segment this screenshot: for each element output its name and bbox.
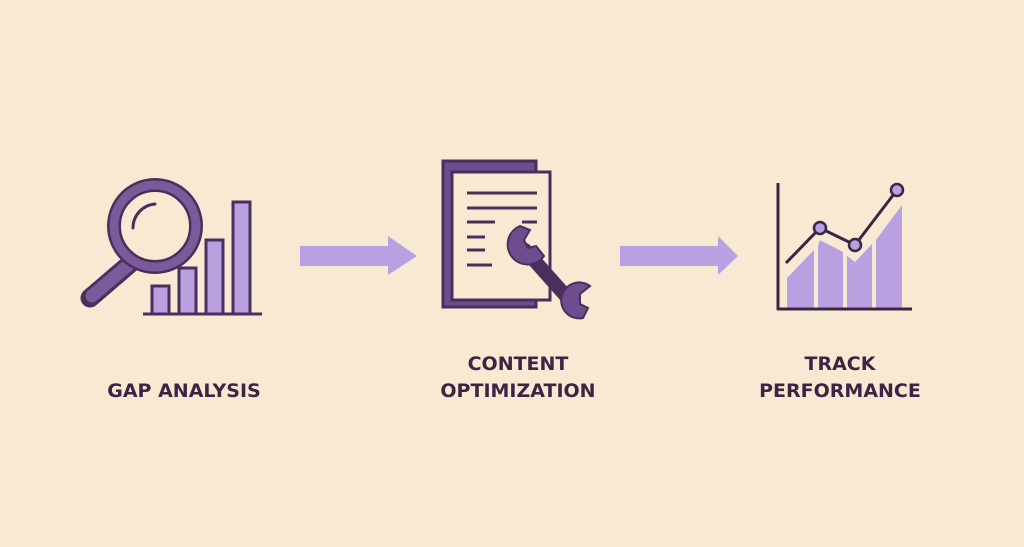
- arrow-right-icon: [300, 236, 417, 275]
- step-label-gap-analysis: GAP ANALYSIS: [107, 380, 261, 402]
- step-label-content-line1: CONTENT: [468, 353, 569, 375]
- magnifier-bar-chart-icon: [80, 178, 262, 316]
- step-label-track-line2: PERFORMANCE: [759, 380, 921, 402]
- wrench: [506, 224, 592, 320]
- magnifier: [80, 178, 203, 308]
- document-wrench-icon: [441, 159, 592, 320]
- step-label-track-line1: TRACK: [805, 353, 877, 375]
- line-bar-chart-icon: [776, 182, 912, 311]
- bar-chart: [150, 200, 252, 316]
- arrow-right-icon: [620, 236, 738, 275]
- step-label-content-line2: OPTIMIZATION: [440, 380, 595, 402]
